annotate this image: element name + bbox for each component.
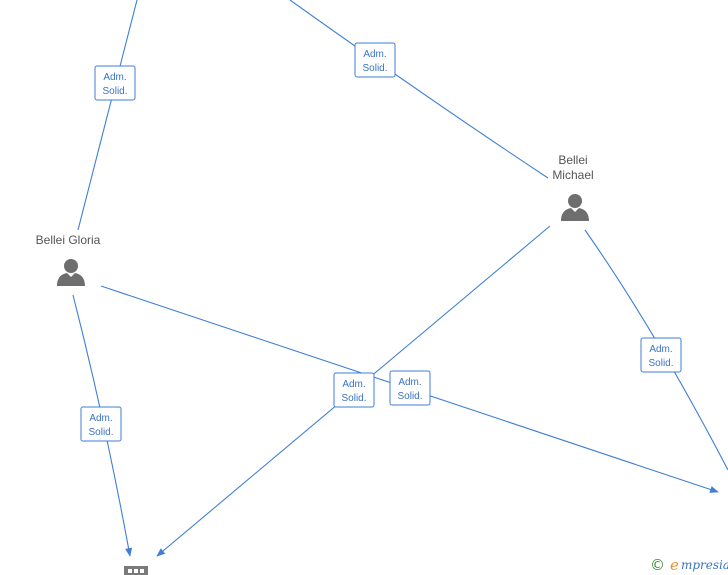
- relation-label-line2: Solid.: [397, 391, 422, 402]
- relation-label[interactable]: Adm. Solid.: [354, 42, 396, 78]
- edge-line: [289, 0, 549, 179]
- relation-label-line2: Solid.: [362, 63, 387, 74]
- relation-label-line1: Adm.: [89, 413, 112, 424]
- node-name-line1: Bellei: [558, 153, 587, 167]
- relation-label-line2: Solid.: [88, 427, 113, 438]
- relation-label[interactable]: Adm. Solid.: [389, 370, 431, 406]
- edge-line: [77, 0, 138, 231]
- relation-label-line1: Adm.: [342, 379, 365, 390]
- node-name-line2: Michael: [552, 168, 593, 182]
- brand-initial: e: [670, 556, 679, 574]
- brand-name: mpresia: [681, 558, 728, 572]
- person-node-bellei-gloria[interactable]: Bellei Gloria: [36, 233, 101, 286]
- node-name: Bellei Gloria: [36, 233, 101, 247]
- relation-label-line1: Adm.: [398, 377, 421, 388]
- relation-labels: Adm. Solid. Adm. Solid. Adm. Solid. Adm.…: [80, 42, 682, 442]
- edges: [72, 0, 728, 557]
- person-icon: [561, 194, 589, 221]
- relation-label[interactable]: Adm. Solid.: [80, 406, 122, 442]
- relation-label-line1: Adm.: [363, 49, 386, 60]
- relation-label-line2: Solid.: [648, 358, 673, 369]
- relation-label-line1: Adm.: [103, 72, 126, 83]
- relation-label-line1: Adm.: [649, 344, 672, 355]
- person-icon: [57, 259, 85, 286]
- relation-label[interactable]: Adm. Solid.: [333, 372, 375, 408]
- relation-label-line2: Solid.: [102, 86, 127, 97]
- building-icon: [124, 566, 148, 575]
- person-node-bellei-michael[interactable]: Bellei Michael: [552, 153, 594, 221]
- brand-watermark: © e mpresia: [650, 556, 728, 574]
- company-node[interactable]: [124, 566, 148, 575]
- copyright-symbol: ©: [650, 556, 665, 574]
- relation-label[interactable]: Adm. Solid.: [640, 337, 682, 373]
- relation-label[interactable]: Adm. Solid.: [94, 65, 136, 101]
- relation-label-line2: Solid.: [341, 393, 366, 404]
